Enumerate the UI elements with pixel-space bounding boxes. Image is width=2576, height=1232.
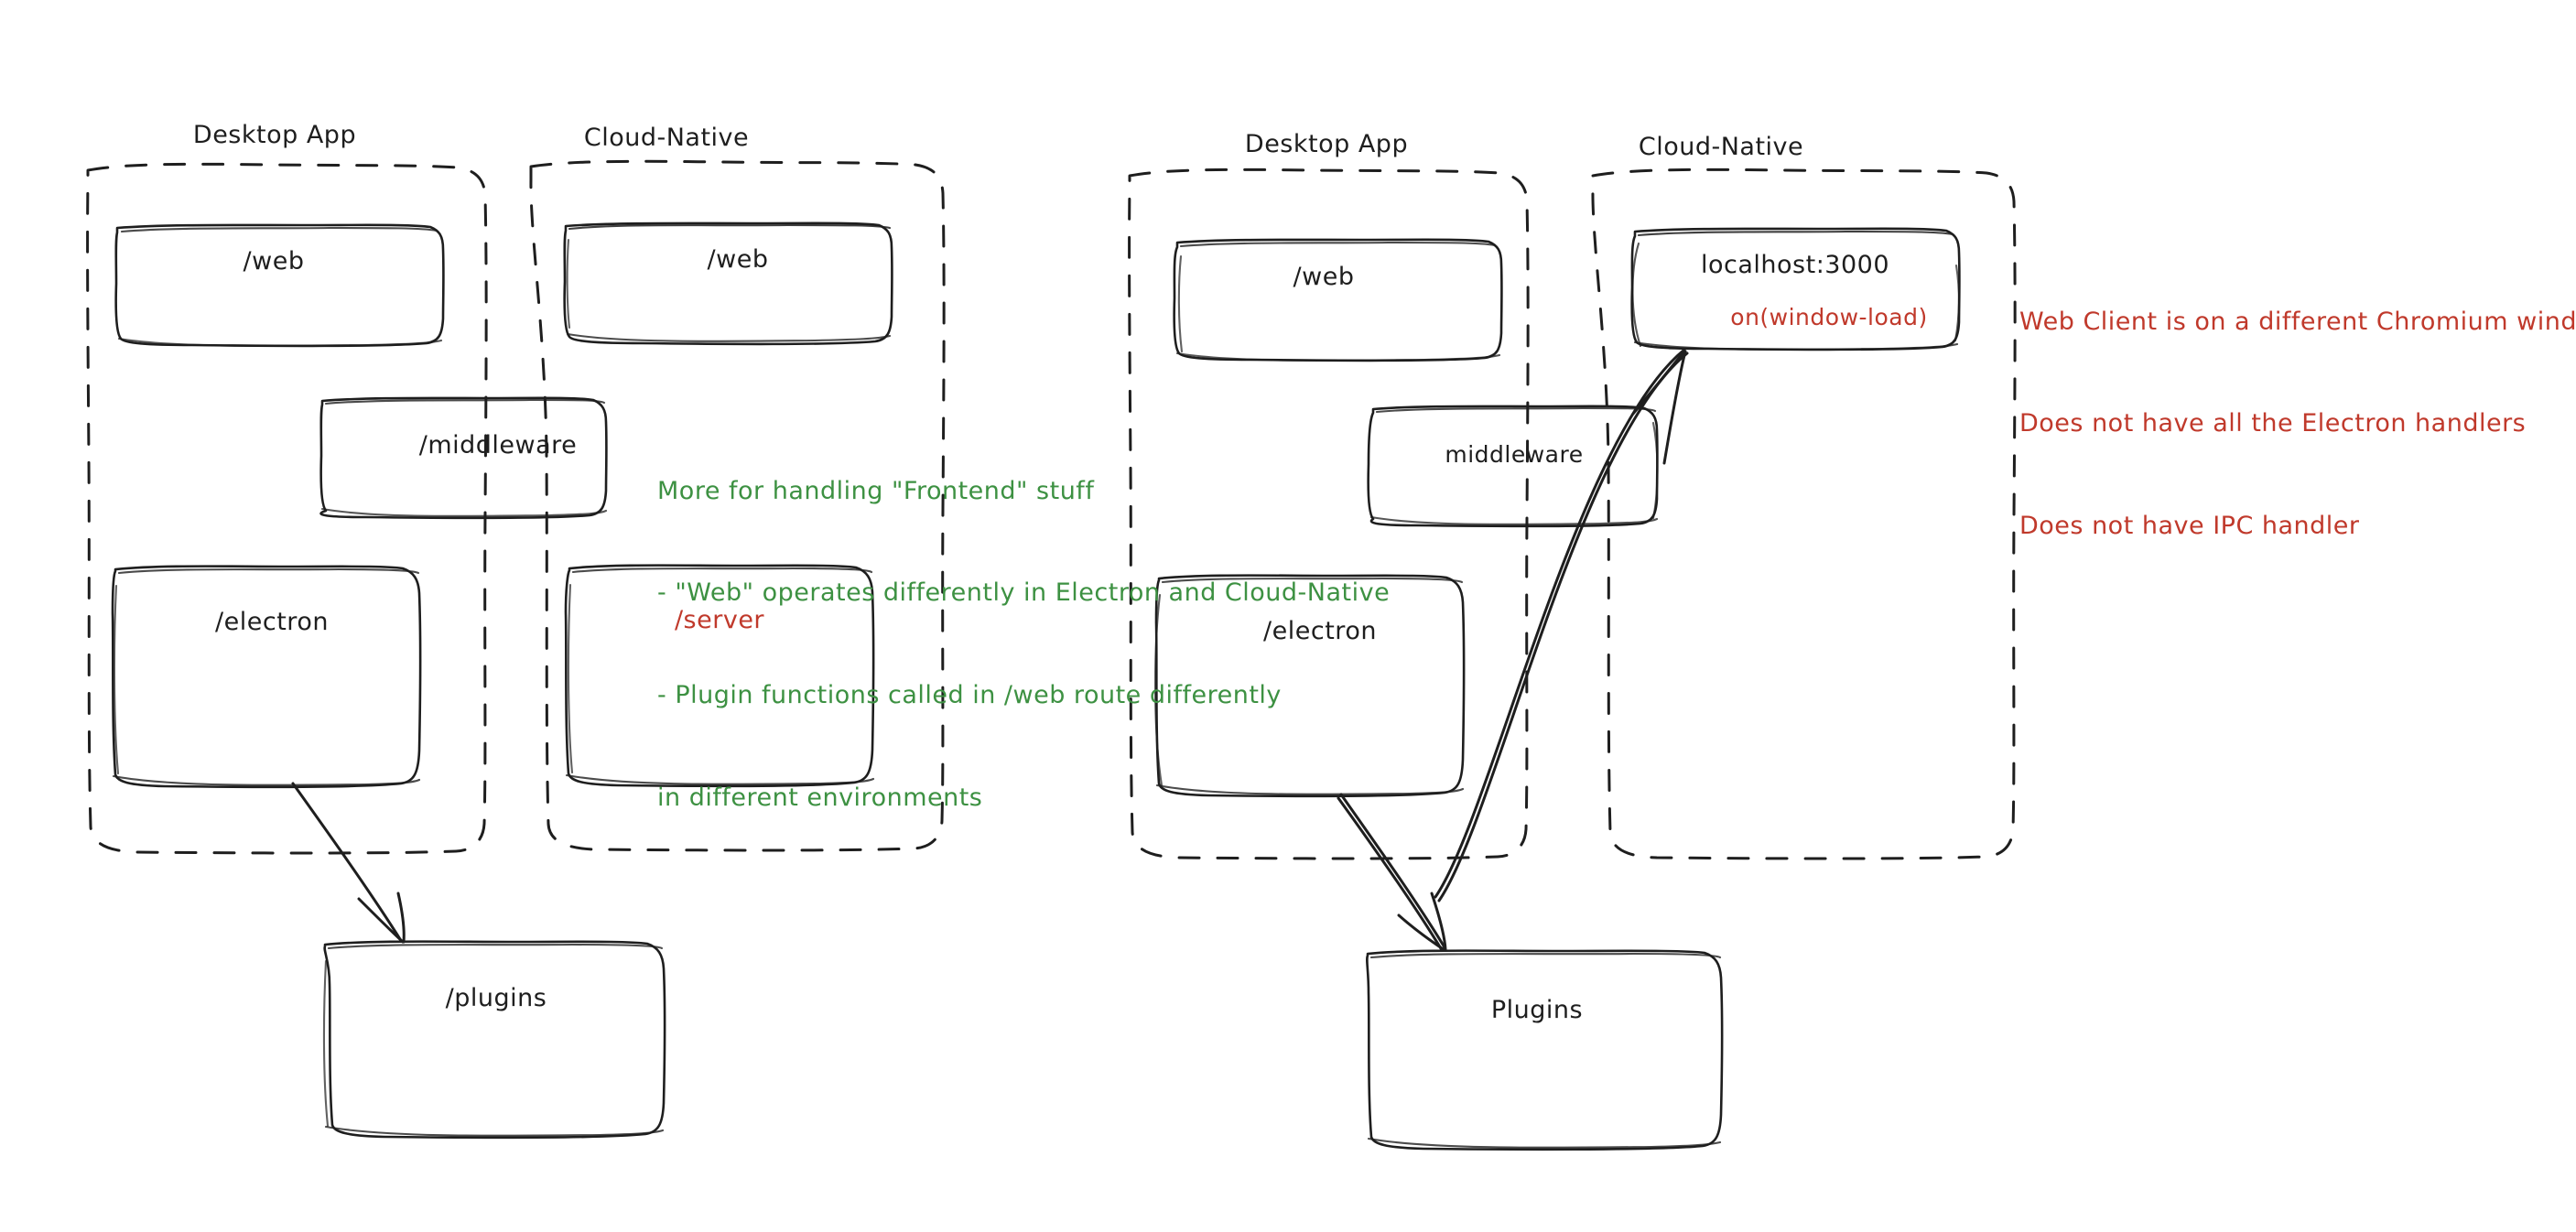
group-right-cloud-native	[1591, 168, 2017, 860]
arrow-right-electron-to-plugins	[1337, 793, 1447, 952]
node-left-middleware	[319, 396, 608, 520]
arrow-right-electron-to-localhost	[1434, 348, 1689, 902]
node-left-plugins	[322, 940, 666, 1140]
node-right-plugins	[1366, 949, 1724, 1151]
node-left-electron	[111, 565, 422, 789]
node-left-server	[564, 564, 875, 788]
node-right-electron	[1153, 574, 1466, 798]
arrow-left-electron-to-plugins	[291, 782, 406, 944]
node-right-localhost	[1630, 227, 1961, 351]
node-right-middleware	[1367, 405, 1659, 528]
group-left-desktop-app	[86, 162, 488, 855]
node-left-cloud-web	[563, 222, 893, 346]
node-left-desktop-web	[114, 223, 445, 348]
group-right-desktop-app	[1128, 168, 1530, 860]
node-right-desktop-web	[1173, 238, 1503, 362]
group-left-cloud-native	[529, 159, 946, 852]
